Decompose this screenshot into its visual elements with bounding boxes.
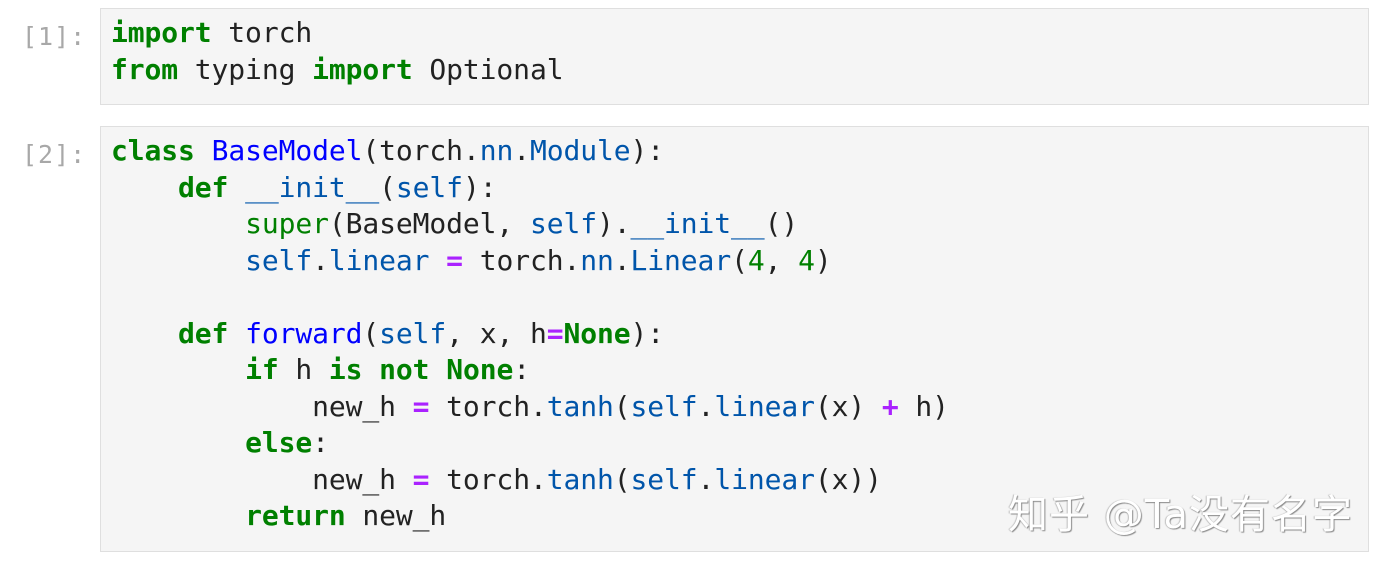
- cell-prompt: [1]:: [22, 22, 87, 51]
- code-editor[interactable]: class BaseModel(torch.nn.Module): def __…: [100, 126, 1369, 552]
- code-line: else:: [245, 426, 329, 459]
- code-line: from typing import Optional: [111, 52, 564, 86]
- code-line: new_h = torch.tanh(self.linear(x)): [111, 462, 882, 496]
- code-line: class BaseModel(torch.nn.Module):: [111, 134, 665, 167]
- code-line: def forward(self, x, h=None):: [178, 316, 665, 350]
- code-line: import torch: [111, 16, 313, 49]
- code-line: if h is not None:: [245, 353, 530, 386]
- code-line: new_h = torch.tanh(self.linear(x) + h): [111, 389, 949, 423]
- watermark: 知乎 @Ta没有名字: [1008, 492, 1354, 538]
- code-editor[interactable]: import torch from typing import Optional: [100, 8, 1369, 105]
- code-line: return new_h: [245, 499, 447, 532]
- cell-prompt: [2]:: [22, 140, 87, 169]
- code-line: self.linear = torch.nn.Linear(4, 4): [245, 243, 832, 277]
- code-line: super(BaseModel, self).__init__(): [245, 207, 799, 240]
- code-text[interactable]: class BaseModel(torch.nn.Module): def __…: [101, 127, 1368, 535]
- code-line: def __init__(self):: [178, 170, 497, 204]
- code-text[interactable]: import torch from typing import Optional: [101, 9, 1368, 88]
